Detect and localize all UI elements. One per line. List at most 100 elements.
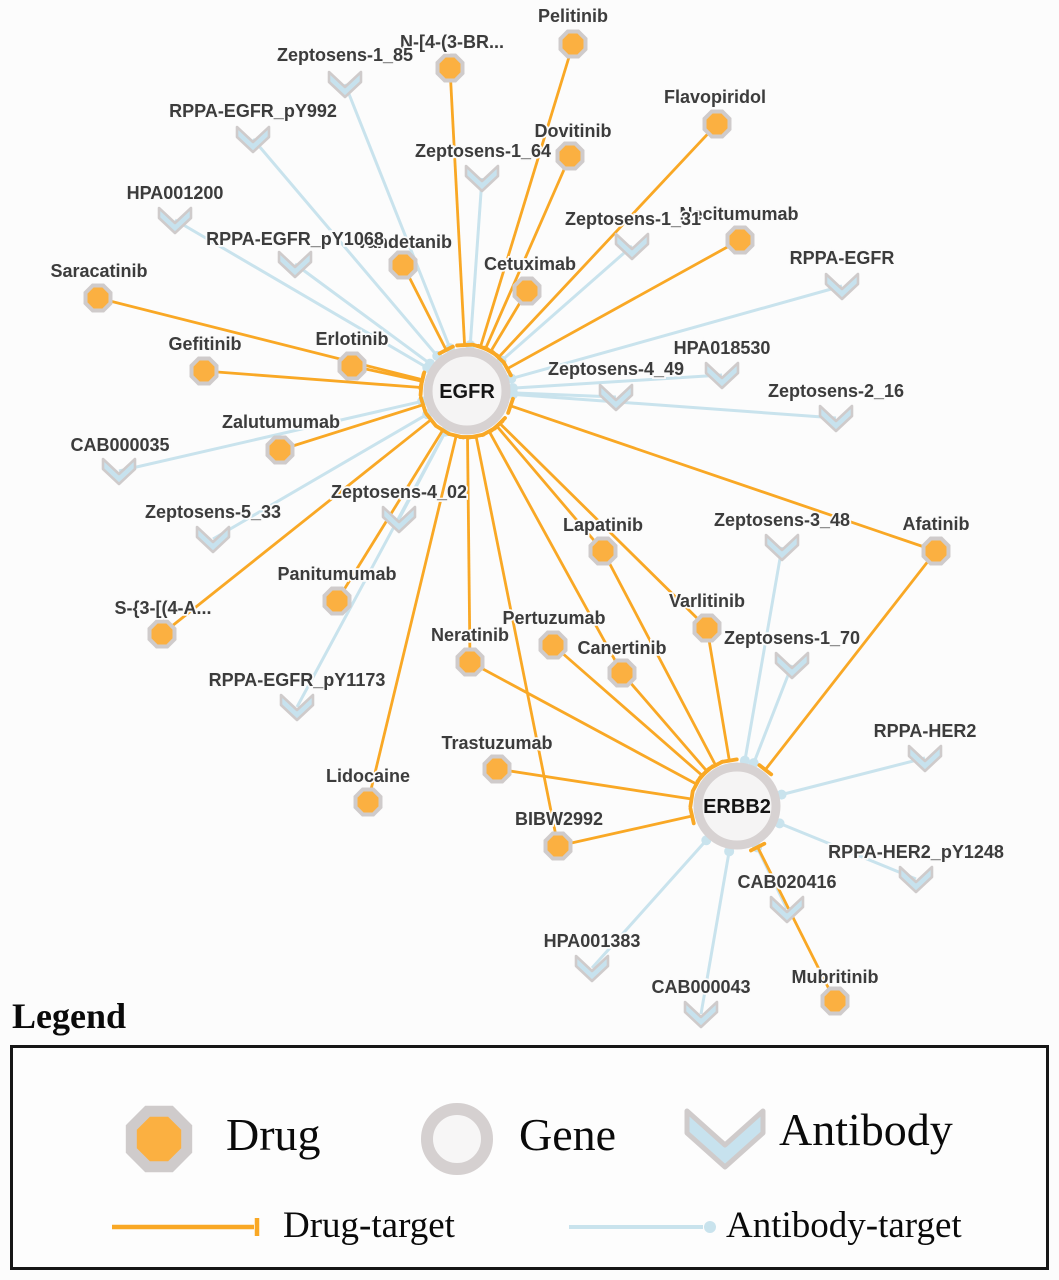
- antibody-node[interactable]: [774, 651, 810, 680]
- antibody-node[interactable]: [277, 250, 313, 279]
- drug-node[interactable]: [388, 250, 418, 280]
- antibody-node[interactable]: [769, 895, 805, 924]
- drug-node[interactable]: [725, 225, 755, 255]
- edge-drug-target-tee: [455, 342, 474, 348]
- edge-drug-target: [756, 846, 837, 1002]
- antibody-node[interactable]: [381, 505, 417, 534]
- edge-drug-target: [496, 767, 692, 801]
- antibody-node[interactable]: [818, 404, 854, 433]
- edge-antibody-target: [512, 391, 617, 399]
- gene-legend-icon: [421, 1103, 493, 1175]
- drug-node[interactable]: [455, 647, 485, 677]
- drug-node[interactable]: [692, 613, 722, 643]
- legend-box: Drug Gene Antibody Drug-target Antibody-…: [10, 1045, 1049, 1270]
- drug-node-label: Lapatinib: [563, 515, 643, 535]
- edge-drug-target: [552, 643, 704, 777]
- edge-drug-target: [479, 43, 575, 348]
- antibody-node-label: Zeptosens-1_70: [724, 628, 860, 648]
- antibody-node[interactable]: [327, 70, 363, 99]
- antibody-node[interactable]: [235, 125, 271, 154]
- antibody-node[interactable]: [614, 232, 650, 261]
- edge-drug-target: [620, 672, 708, 773]
- antibody-node[interactable]: [898, 865, 934, 894]
- antibody-legend-icon: [684, 1108, 766, 1170]
- edge-drug-target: [448, 67, 466, 346]
- drug-node[interactable]: [83, 283, 113, 313]
- antibody-node[interactable]: [764, 533, 800, 562]
- drug-node[interactable]: [189, 356, 219, 386]
- antibody-node-label: CAB000043: [651, 977, 750, 997]
- edge-drug-target-tee: [437, 344, 455, 356]
- drug-node[interactable]: [921, 536, 951, 566]
- drug-node[interactable]: [435, 53, 465, 83]
- drug-node[interactable]: [482, 754, 512, 784]
- antibody-node-label: Zeptosens-2_16: [768, 381, 904, 401]
- antibody-node-label: RPPA-EGFR_pY1068: [206, 229, 384, 249]
- antibody-node[interactable]: [704, 361, 740, 390]
- edge-drug-target: [487, 430, 624, 674]
- antibody-node[interactable]: [907, 744, 943, 773]
- antibody-node[interactable]: [279, 693, 315, 722]
- edge-drug-target: [161, 418, 432, 636]
- drug-node[interactable]: [588, 536, 618, 566]
- drug-node[interactable]: [538, 630, 568, 660]
- edge-drug-target: [764, 550, 938, 771]
- antibody-node-label: CAB020416: [737, 872, 836, 892]
- antibody-node[interactable]: [195, 525, 231, 554]
- drug-node[interactable]: [512, 276, 542, 306]
- drug-node-label: Neratinib: [431, 625, 509, 645]
- edge-drug-target-tee: [466, 432, 486, 440]
- gene-label: ERBB2: [703, 796, 771, 818]
- nodes-layer: [83, 29, 951, 1029]
- antibody-node-label: RPPA-EGFR_pY992: [169, 101, 337, 121]
- edge-drug-target-tee: [699, 764, 715, 779]
- edge-drug-target: [705, 627, 731, 761]
- antibody-node-label: RPPA-HER2: [874, 721, 977, 741]
- antibody-node-label: RPPA-EGFR_pY1173: [209, 670, 386, 690]
- drug-node[interactable]: [147, 619, 177, 649]
- antibody-node[interactable]: [464, 164, 500, 193]
- antibody-node[interactable]: [101, 457, 137, 486]
- edge-drug-target-tee: [424, 411, 438, 428]
- antibody-node-label: Zeptosens-1_64: [415, 141, 551, 161]
- gene-node-egfr[interactable]: [423, 347, 511, 435]
- drug-node-label: Mubritinib: [792, 967, 879, 987]
- antibody-node[interactable]: [598, 383, 634, 412]
- drug-node-label: BIBW2992: [515, 809, 603, 829]
- drug-node[interactable]: [820, 986, 850, 1016]
- edge-drug-target-tee: [749, 841, 767, 853]
- drug-node-label: Dovitinib: [535, 121, 612, 141]
- drug-target-legend-line: [112, 1218, 260, 1236]
- drug-node[interactable]: [543, 831, 573, 861]
- antibody-node-label: Zeptosens-1_85: [277, 45, 413, 65]
- antibody-node[interactable]: [574, 954, 610, 983]
- drug-node[interactable]: [337, 351, 367, 381]
- edge-drug-target: [203, 369, 422, 389]
- edge-antibody-target: [343, 83, 452, 349]
- edge-drug-target-tee: [418, 371, 426, 391]
- drug-node-label: Afatinib: [903, 514, 970, 534]
- drug-node-label: Lidocaine: [326, 766, 410, 786]
- edge-drug-target-tee: [501, 360, 513, 378]
- drug-node[interactable]: [555, 141, 585, 171]
- edge-drug-target-tee: [688, 806, 696, 826]
- drug-node[interactable]: [558, 29, 588, 59]
- antibody-node[interactable]: [824, 272, 860, 301]
- edge-drug-target-tee: [757, 763, 774, 777]
- drug-node-label: Gefitinib: [169, 334, 242, 354]
- antibody-node-label: RPPA-EGFR: [790, 248, 895, 268]
- edge-antibody-target: [779, 821, 917, 881]
- edge-drug-target: [401, 264, 448, 351]
- drug-node[interactable]: [607, 658, 637, 688]
- antibody-node[interactable]: [683, 1000, 719, 1029]
- drug-node[interactable]: [322, 586, 352, 616]
- drug-node[interactable]: [353, 787, 383, 817]
- edge-antibody-target: [212, 412, 429, 541]
- drug-node-label: Erlotinib: [316, 329, 389, 349]
- edge-antibody-target: [743, 546, 784, 761]
- gene-node-erbb2[interactable]: [693, 762, 781, 850]
- drug-node[interactable]: [265, 435, 295, 465]
- antibody-node[interactable]: [157, 206, 193, 235]
- drug-node[interactable]: [702, 109, 732, 139]
- drug-node-label: Panitumumab: [277, 564, 396, 584]
